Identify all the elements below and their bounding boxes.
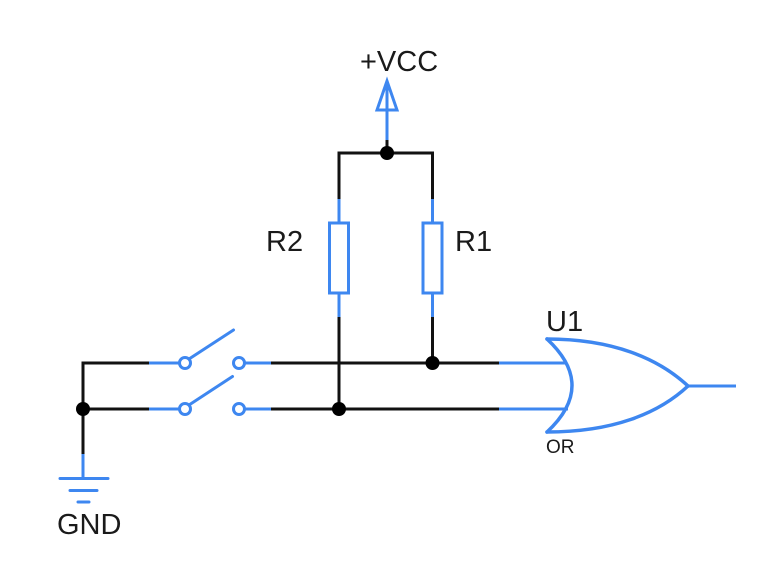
net-input-b [81, 402, 568, 416]
resistor-r2: R2 [266, 151, 350, 411]
gnd-label: GND [57, 509, 121, 541]
switch-top-lever [187, 328, 235, 361]
r2-label: R2 [266, 226, 303, 258]
switch-top-contact-right [232, 356, 246, 370]
or-gate-type-label: OR [546, 437, 575, 458]
or-gate-back-arc [545, 337, 574, 434]
junction-dot-r1-input-a [425, 356, 440, 370]
junction-dot-gnd-input-b [76, 402, 90, 416]
vcc-label: +VCC [360, 46, 438, 78]
ground-branch: GND [57, 361, 121, 541]
vcc-arrow-head [374, 76, 400, 112]
u1-designator-label: U1 [546, 306, 583, 338]
r1-body [421, 221, 444, 295]
r2-body [328, 221, 350, 295]
switch-top-contact-left [178, 356, 192, 370]
r1-label: R1 [455, 226, 492, 258]
switch-bottom [178, 375, 246, 416]
switch-top [178, 328, 246, 370]
junction-dot-r2-input-b [332, 402, 346, 416]
junction-dot-vcc [380, 146, 394, 160]
resistor-r1: R1 [421, 151, 492, 365]
net-input-a [83, 356, 566, 370]
switch-bottom-lever [187, 375, 234, 407]
or-gate-bottom-curve [545, 384, 690, 434]
power-symbol-vcc: +VCC [337, 46, 438, 160]
switch-bottom-contact-right [232, 402, 246, 416]
or-gate-u1: U1 OR [545, 306, 736, 458]
switch-bottom-contact-left [178, 402, 192, 416]
or-gate-top-curve [545, 337, 690, 388]
